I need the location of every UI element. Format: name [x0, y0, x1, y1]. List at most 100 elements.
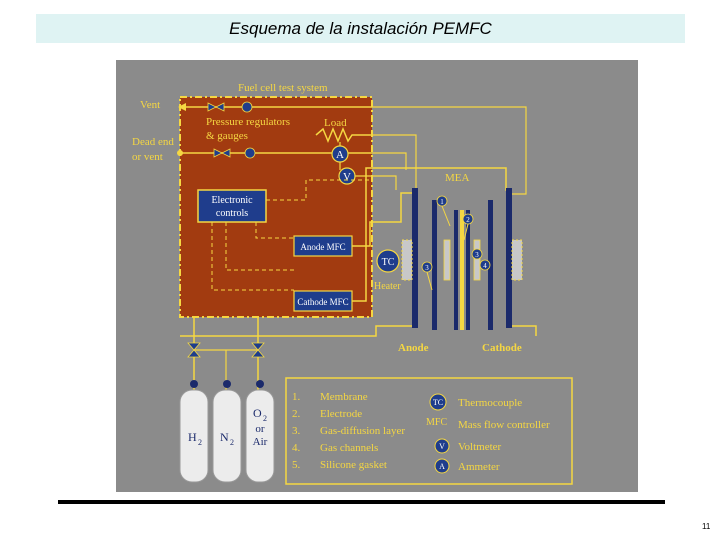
- legend-tc-icon: [429, 393, 447, 411]
- marker-3a-label: 3: [425, 264, 429, 272]
- legend-number-1: 1.: [292, 391, 301, 403]
- vent-gauge-icon: [241, 101, 253, 113]
- electronic-label-1: Electronic: [211, 195, 253, 206]
- cathode-flow-plate: [488, 200, 493, 330]
- control-wire-4: [255, 222, 294, 239]
- load-wire: [372, 134, 417, 200]
- legend-voltmeter-icon: [434, 438, 450, 454]
- mea-label: MEA: [445, 172, 470, 184]
- legend-symbol-a: A: [439, 462, 445, 471]
- electronic-label-2: controls: [216, 208, 248, 219]
- ammeter-symbol: A: [336, 149, 344, 161]
- vent-return-line: [372, 106, 527, 195]
- page-number: 11: [702, 522, 711, 531]
- control-wire-1: [266, 179, 372, 201]
- legend-desc-4: Ammeter: [458, 461, 500, 473]
- dead-end-label-2: or vent: [132, 151, 163, 163]
- h2-subscript: 2: [198, 438, 202, 447]
- legend-item-3: Gas-diffusion layer: [320, 425, 405, 437]
- anode-label: Anode: [398, 342, 429, 354]
- h2-cylinder: [179, 389, 209, 483]
- h2-label: H: [188, 430, 197, 444]
- anode-flow-plate: [432, 200, 437, 330]
- o2-valve-icon-b: [251, 349, 265, 358]
- o2-cylinder: [245, 389, 275, 483]
- legend-number-5: 5.: [292, 459, 301, 471]
- cathode-heater-pad: [511, 239, 523, 281]
- marker-4-label: 4: [483, 262, 487, 270]
- pemfc-diagram: Fuel cell test system Vent Dead end or v…: [116, 60, 638, 492]
- anode-mfc-label: Anode MFC: [300, 242, 345, 252]
- h2-valve-icon: [187, 342, 201, 351]
- anode-heater-pad: [401, 239, 413, 281]
- legend-ammeter-icon: [434, 458, 450, 474]
- title-bar: Esquema de la instalación PEMFC: [36, 14, 685, 43]
- vent-arrow: [178, 103, 186, 111]
- or-label: or: [255, 423, 265, 435]
- legend-desc-1: Thermocouple: [458, 397, 522, 409]
- marker-1-label: 1: [440, 198, 444, 206]
- n2-cylinder: [212, 389, 242, 483]
- anode-feed-line: [352, 192, 412, 247]
- legend-item-5: Silicone gasket: [320, 459, 387, 471]
- cathode-outlet-line: [512, 325, 537, 336]
- legend-number-4: 4.: [292, 442, 301, 454]
- anode-end-plate: [412, 188, 418, 328]
- legend-desc-2: Mass flow controller: [458, 419, 550, 431]
- marker-2-arrow: [463, 223, 469, 241]
- anode-electrode: [454, 210, 458, 330]
- voltmeter-wire: [355, 175, 397, 190]
- dead-end-valve-icon-b: [221, 148, 231, 158]
- marker-3a-arrow: [426, 271, 433, 291]
- marker-1-arrow: [441, 205, 451, 227]
- legend-symbol-mfc: MFC: [426, 417, 447, 428]
- legend-item-2: Electrode: [320, 408, 362, 420]
- legend-desc-3: Voltmeter: [458, 441, 502, 453]
- anode-outlet-line: [180, 325, 412, 337]
- dead-end-return-line: [372, 152, 407, 170]
- o2-subscript: 2: [263, 414, 267, 423]
- slide-title: Esquema de la instalación PEMFC: [229, 18, 492, 38]
- legend-box: [285, 377, 573, 485]
- legend-number-2: 2.: [292, 408, 301, 420]
- electronic-controls-box: [197, 189, 267, 223]
- n2-cylinder-cap: [223, 380, 231, 388]
- footer-rule: [58, 500, 665, 504]
- control-wire-3: [211, 222, 294, 291]
- cathode-gasket: [473, 239, 481, 281]
- load-resistor-icon: [315, 127, 372, 143]
- system-label: Fuel cell test system: [238, 82, 328, 94]
- cathode-electrode: [466, 210, 470, 330]
- o2-valve-icon: [251, 342, 265, 351]
- dead-end-label-1: Dead end: [132, 136, 174, 148]
- marker-3b-label: 3: [475, 251, 479, 259]
- anode-gasket: [443, 239, 451, 281]
- air-label: Air: [253, 436, 268, 448]
- cathode-mfc-label: Cathode MFC: [297, 297, 348, 307]
- vent-label: Vent: [140, 99, 160, 111]
- dead-end-node: [177, 150, 183, 156]
- marker-4: [479, 259, 491, 271]
- ammeter-icon: [331, 145, 349, 163]
- membrane: [460, 210, 464, 330]
- legend-symbol-tc: TC: [433, 398, 443, 407]
- control-wire-2: [225, 222, 294, 271]
- h2-valve-icon-b: [187, 349, 201, 358]
- cathode-end-plate: [506, 188, 512, 328]
- n2-label: N: [220, 430, 229, 444]
- dead-end-gauge-icon: [244, 147, 256, 159]
- n2-subscript: 2: [230, 438, 234, 447]
- vent-valve-icon: [207, 102, 217, 112]
- legend-symbol-v: V: [439, 442, 445, 451]
- h2-cylinder-cap: [190, 380, 198, 388]
- marker-2-label: 2: [466, 216, 470, 224]
- dead-end-valve-icon: [213, 148, 223, 158]
- legend-item-1: Membrane: [320, 391, 368, 403]
- heater-label: Heater: [374, 281, 401, 292]
- cathode-label: Cathode: [482, 342, 522, 354]
- o2-cylinder-cap: [256, 380, 264, 388]
- legend-number-3: 3.: [292, 425, 301, 437]
- load-label: Load: [324, 117, 347, 129]
- pressure-label-1: Pressure regulators: [206, 116, 290, 128]
- legend-item-4: Gas channels: [320, 442, 378, 454]
